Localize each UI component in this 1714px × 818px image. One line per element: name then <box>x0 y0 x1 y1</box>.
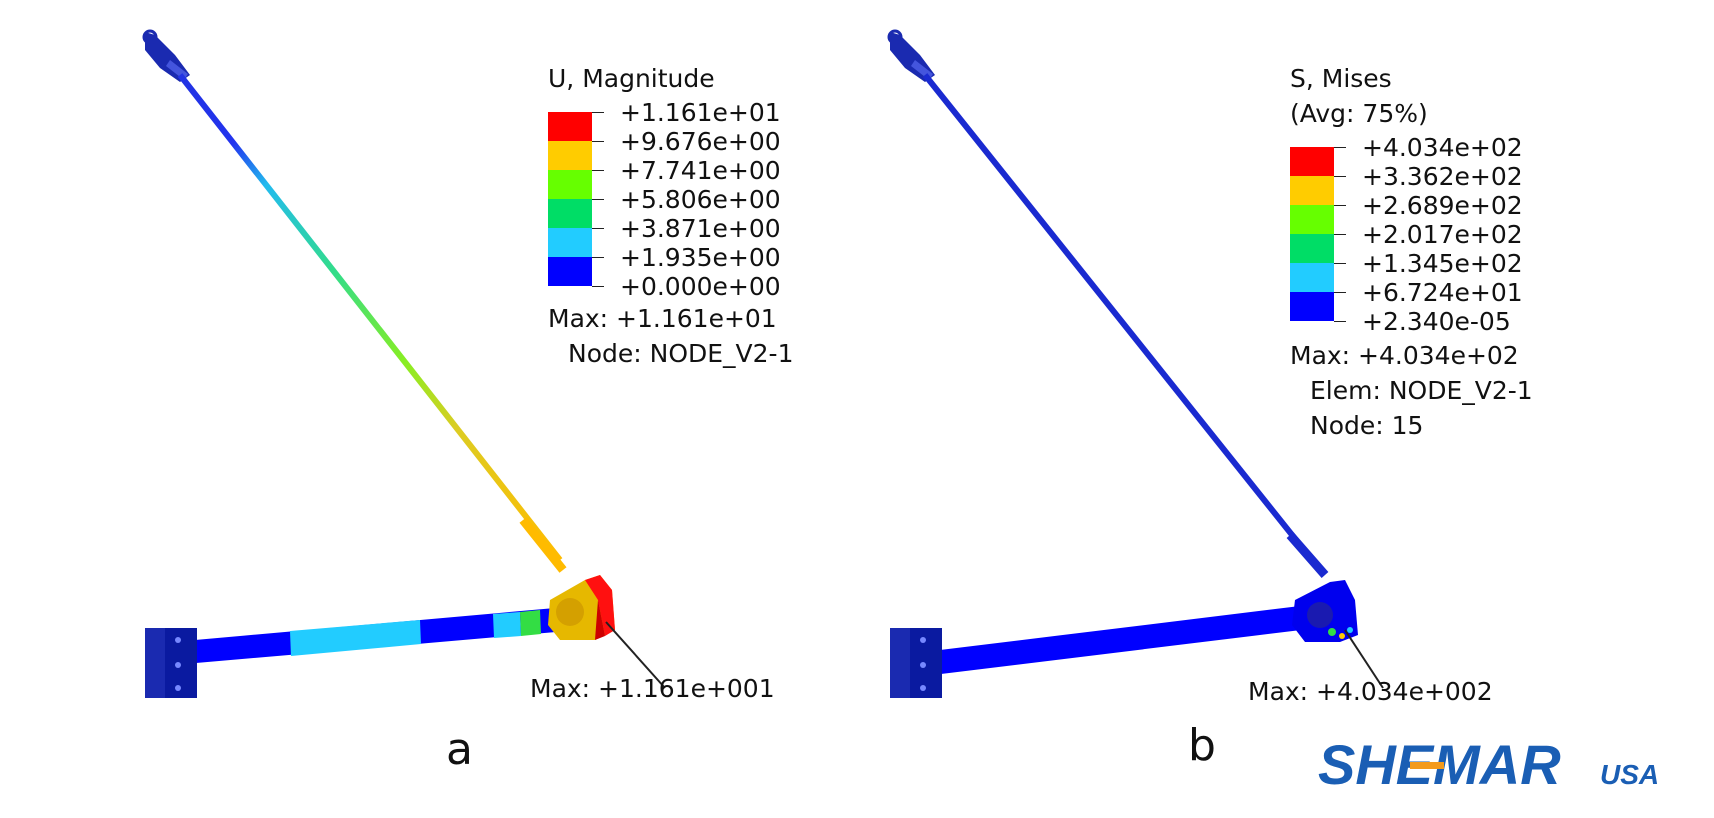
tick-mark <box>1334 234 1346 235</box>
color-scale: +4.034e+02 +3.362e+02 +2.689e+02 +2.017e… <box>1290 133 1610 336</box>
tick-mark <box>1334 263 1346 264</box>
legend-value: +1.935e+00 <box>620 243 781 272</box>
legend-value: +9.676e+00 <box>620 127 781 156</box>
panel-label-b: b <box>1188 720 1216 771</box>
model-b <box>887 29 1384 698</box>
color-band-1 <box>548 112 592 141</box>
model-a <box>142 29 666 698</box>
shemar-usa-logo: SHEMAR USA <box>1318 734 1659 794</box>
color-band-5 <box>548 228 592 257</box>
max-value-info: Max: +4.034e+02 <box>1290 341 1519 370</box>
element-info: Elem: NODE_V2-1 <box>1310 376 1533 405</box>
panel-label-a: a <box>446 724 473 775</box>
legend-value: +1.345e+02 <box>1362 249 1523 278</box>
color-band-4 <box>548 199 592 228</box>
tick-mark <box>592 228 604 229</box>
tick-mark <box>592 170 604 171</box>
legend-value: +5.806e+00 <box>620 185 781 214</box>
legend-subtitle: (Avg: 75%) <box>1290 99 1428 128</box>
legend-value: +2.340e-05 <box>1362 307 1511 336</box>
max-annotation-a: Max: +1.161e+001 <box>530 674 775 703</box>
tick-mark <box>592 257 604 258</box>
legend-title: S, Mises <box>1290 64 1392 93</box>
color-band-1 <box>1290 147 1334 176</box>
color-band-3 <box>548 170 592 199</box>
tick-mark <box>592 199 604 200</box>
color-band-4 <box>1290 234 1334 263</box>
node-info: Node: NODE_V2-1 <box>568 339 794 368</box>
color-band-2 <box>548 141 592 170</box>
color-band-6 <box>548 257 592 286</box>
tick-mark <box>1334 292 1346 293</box>
logo-accent-bar <box>1410 762 1444 769</box>
legend-value: +2.689e+02 <box>1362 191 1523 220</box>
max-annotation-b: Max: +4.034e+002 <box>1248 677 1493 706</box>
color-band-5 <box>1290 263 1334 292</box>
tick-mark <box>1334 321 1346 322</box>
tick-mark <box>1334 205 1346 206</box>
legend-displacement: U, Magnitude +1.161e+01 +9.676e+00 +7.74… <box>548 64 868 368</box>
logo-suffix: USA <box>1600 759 1659 790</box>
legend-value: +2.017e+02 <box>1362 220 1523 249</box>
legend-value: +3.362e+02 <box>1362 162 1523 191</box>
node-info: Node: 15 <box>1310 411 1424 440</box>
color-scale: +1.161e+01 +9.676e+00 +7.741e+00 +5.806e… <box>548 98 868 301</box>
legend-value: +1.161e+01 <box>620 98 781 127</box>
legend-value: +7.741e+00 <box>620 156 781 185</box>
legend-value: +3.871e+00 <box>620 214 781 243</box>
legend-value: +4.034e+02 <box>1362 133 1523 162</box>
tick-mark <box>1334 147 1346 148</box>
legend-title: U, Magnitude <box>548 64 715 93</box>
legend-stress: S, Mises (Avg: 75%) +4.034e+02 +3.362e+0… <box>1290 64 1610 440</box>
color-band-3 <box>1290 205 1334 234</box>
legend-value: +6.724e+01 <box>1362 278 1523 307</box>
tick-mark <box>1334 176 1346 177</box>
tick-mark <box>592 141 604 142</box>
legend-value: +0.000e+00 <box>620 272 781 301</box>
color-band-6 <box>1290 292 1334 321</box>
tick-mark <box>592 112 604 113</box>
max-value-info: Max: +1.161e+01 <box>548 304 777 333</box>
tick-mark <box>592 286 604 287</box>
color-band-2 <box>1290 176 1334 205</box>
